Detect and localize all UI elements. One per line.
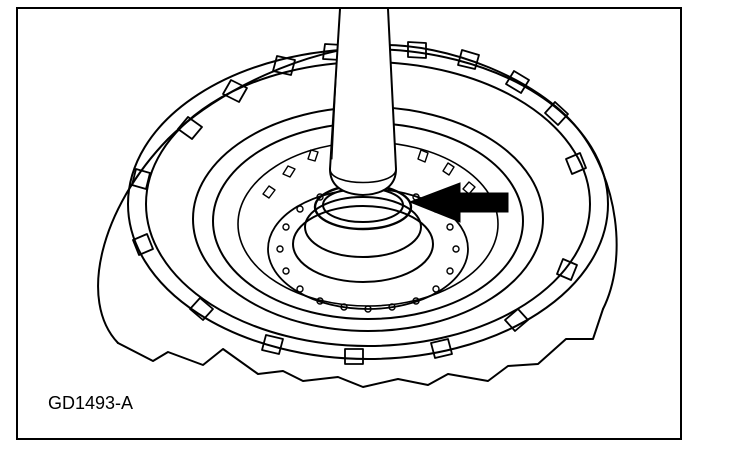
figure-frame: GD1493-A <box>16 7 682 440</box>
center-hub-step <box>304 196 422 258</box>
housing-serrated-edge <box>117 308 604 388</box>
hub-spline-teeth <box>262 149 476 199</box>
input-shaft <box>329 9 397 196</box>
shaft-edge-line <box>331 38 339 160</box>
clutch-assembly-illustration <box>97 9 618 388</box>
callout-arrow-icon <box>408 182 509 223</box>
clutch-plate-tabs <box>131 41 587 365</box>
center-hub-base <box>292 205 434 283</box>
shaft-collar <box>329 168 397 184</box>
figure-code-label: GD1493-A <box>48 393 134 413</box>
